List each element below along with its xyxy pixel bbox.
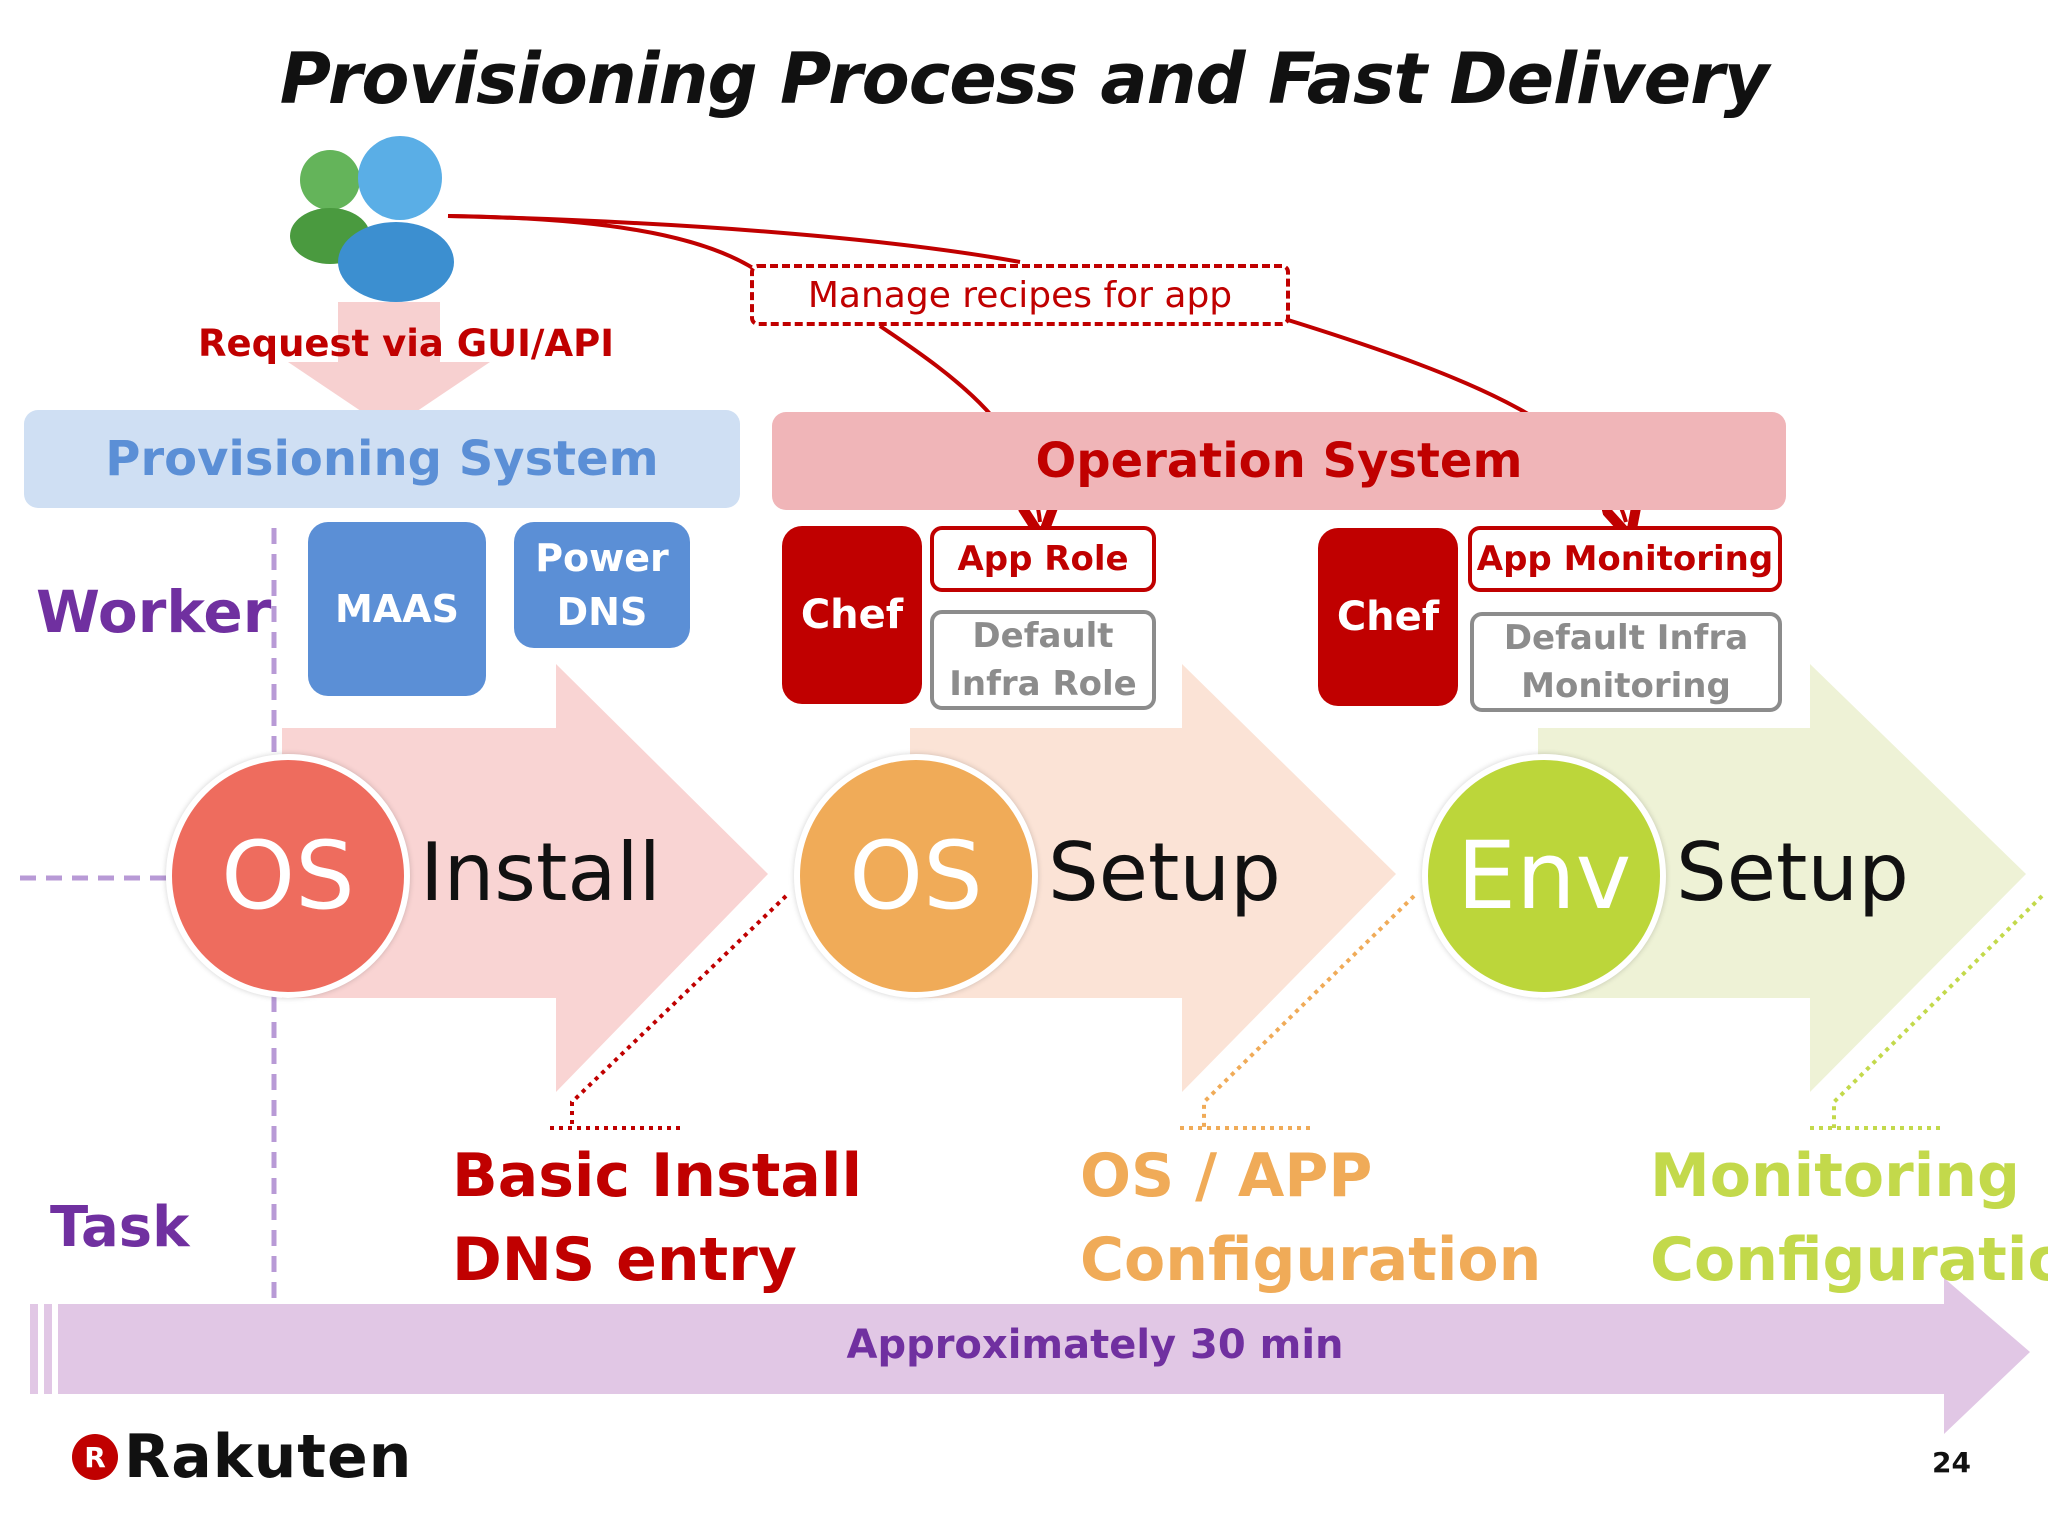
request-arrow — [288, 302, 490, 430]
users-icon — [290, 136, 454, 302]
chef-box-1: Chef — [782, 526, 922, 704]
manage-recipes-box: Manage recipes for app — [750, 264, 1290, 326]
task-1-line-2: DNS entry — [452, 1225, 797, 1295]
step-arrow-3 — [1538, 664, 2026, 1092]
operation-system-label: Operation System — [1035, 433, 1523, 489]
step-circle-label-1: OS — [221, 821, 355, 931]
power-dns-label-1: Power — [535, 536, 669, 580]
rakuten-logo-text: Rakuten — [124, 1422, 413, 1492]
maas-label: MAAS — [334, 587, 459, 631]
step-label-os-setup: Setup — [1048, 826, 1281, 919]
chef-label-1: Chef — [800, 592, 904, 638]
step-circle-label-3: Env — [1456, 821, 1632, 931]
worker-label: Worker — [36, 578, 272, 646]
default-infra-role-label-1: Default — [972, 616, 1114, 656]
task-monitoring-config: Monitoring Configuration — [1650, 1134, 2048, 1302]
default-infra-role-label-2: Infra Role — [949, 664, 1137, 704]
page-title: Provisioning Process and Fast Delivery — [279, 38, 1770, 120]
operation-system-band: Operation System — [772, 412, 1786, 510]
provisioning-system-label: Provisioning System — [105, 431, 659, 487]
timeline-label: Approximately 30 min — [846, 1322, 1344, 1368]
task-1-line-1: Basic Install — [452, 1141, 863, 1211]
step-circle-os-install: OS — [166, 754, 410, 998]
rakuten-logo-mark: R — [72, 1434, 118, 1480]
timeline-arrow — [58, 1278, 2030, 1434]
default-infra-monitoring-label-2: Monitoring — [1521, 666, 1731, 706]
default-infra-role-box: Default Infra Role — [930, 610, 1156, 710]
default-infra-monitoring-box: Default Infra Monitoring — [1470, 612, 1782, 712]
task-connector-1 — [570, 894, 788, 1128]
step-label-env-setup: Setup — [1676, 826, 1909, 919]
provisioning-system-band: Provisioning System — [24, 410, 740, 508]
recipe-curve-top — [447, 214, 1021, 264]
power-dns-box: Power DNS — [514, 522, 690, 648]
manage-recipes-label: Manage recipes for app — [807, 274, 1233, 316]
step-arrow-1 — [282, 664, 768, 1092]
recipe-curve-1 — [447, 214, 758, 272]
task-2-line-1: OS / APP — [1080, 1141, 1373, 1211]
rakuten-logo: R Rakuten — [72, 1422, 412, 1492]
maas-box: MAAS — [308, 522, 486, 696]
task-label: Task — [50, 1195, 190, 1260]
default-infra-monitoring-label-1: Default Infra — [1503, 618, 1749, 658]
task-3-line-2: Configuration — [1650, 1225, 2048, 1295]
step-circle-label-2: OS — [849, 821, 983, 931]
app-role-label: App Role — [957, 539, 1129, 579]
task-basic-install: Basic Install DNS entry — [452, 1134, 862, 1302]
chef-label-2: Chef — [1336, 594, 1440, 640]
task-os-app-config: OS / APP Configuration — [1080, 1134, 1541, 1302]
step-circle-env-setup: Env — [1422, 754, 1666, 998]
task-3-line-1: Monitoring — [1650, 1141, 2020, 1211]
task-2-line-2: Configuration — [1080, 1225, 1542, 1295]
request-label: Request via GUI/API — [198, 322, 614, 365]
app-monitoring-box: App Monitoring — [1468, 526, 1782, 592]
step-label-install: Install — [420, 826, 661, 919]
app-monitoring-label: App Monitoring — [1476, 539, 1774, 579]
step-arrow-2 — [910, 664, 1396, 1092]
page-number: 24 — [1932, 1446, 1971, 1479]
chef-box-2: Chef — [1318, 528, 1458, 706]
power-dns-label-2: DNS — [556, 590, 648, 634]
step-circle-os-setup: OS — [794, 754, 1038, 998]
app-role-box: App Role — [930, 526, 1156, 592]
